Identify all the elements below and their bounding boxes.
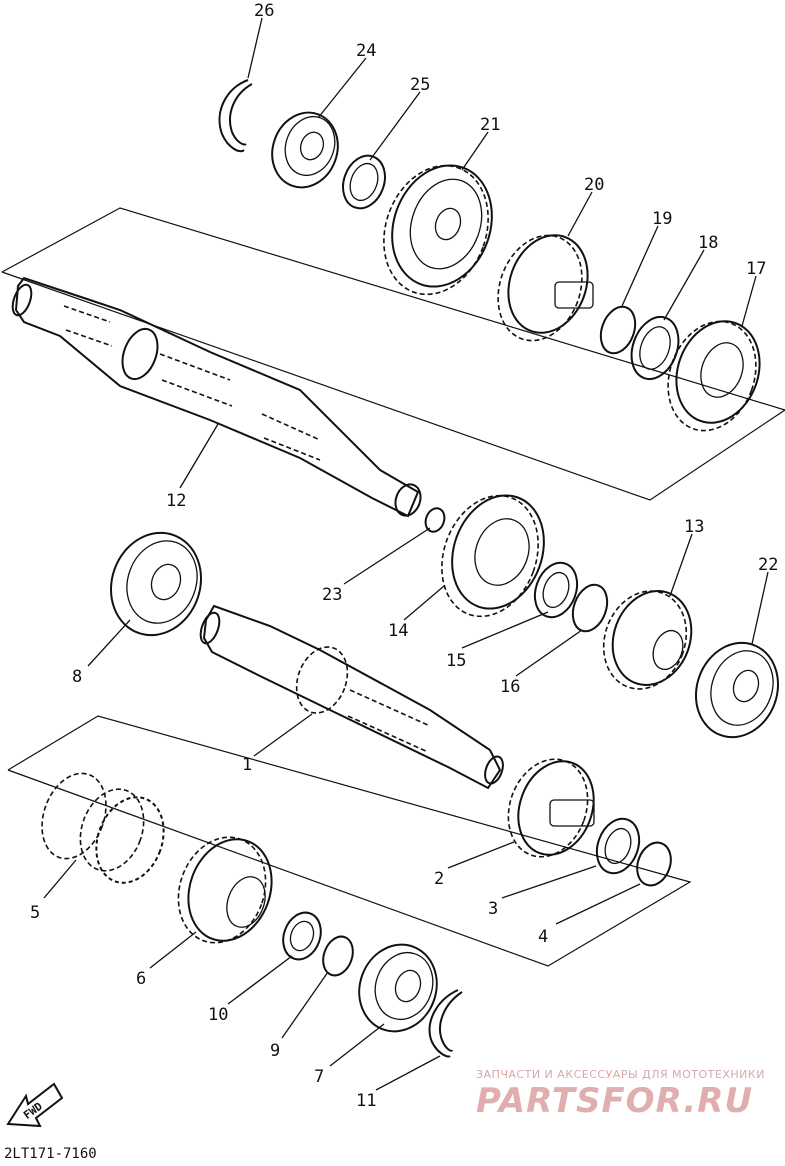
callout-19: 19 [652,209,672,229]
callout-6: 6 [136,969,146,989]
callout-8: 8 [72,667,82,687]
watermark: ЗАПЧАСТИ И АКСЕССУАРЫ ДЛЯ МОТОТЕХНИКИ PA… [476,1068,765,1121]
washer-25 [342,154,386,210]
circlip-26 [218,79,253,153]
shaft-1 [199,604,504,790]
gear-5 [41,772,165,884]
washer-15 [533,561,579,619]
callout-25: 25 [410,75,430,95]
callout-1: 1 [242,755,252,775]
callout-4: 4 [538,927,548,947]
callout-20: 20 [584,175,604,195]
callout-5: 5 [30,903,40,923]
clip-19 [599,305,637,355]
diagram-code: 2LT171-7160 [4,1146,97,1162]
fwd-label: FWD [21,1100,45,1122]
callout-21: 21 [480,115,500,135]
shaft-12 [11,276,422,518]
clip-9 [322,935,354,977]
watermark-logo: PARTSFOR.RU [476,1081,753,1121]
callout-11: 11 [356,1091,376,1111]
bearing-8 [109,531,203,637]
callout-2: 2 [434,869,444,889]
callout-23: 23 [322,585,342,605]
callout-13: 13 [684,517,704,537]
gear-20 [497,234,594,342]
bearing-24 [271,111,339,189]
callout-16: 16 [500,677,520,697]
gear-21 [383,164,493,296]
callout-24: 24 [356,41,376,61]
callout-10: 10 [208,1005,228,1025]
bearing-22 [694,641,780,739]
gear-14 [441,494,545,618]
callout-3: 3 [488,899,498,919]
gear-13 [602,590,693,690]
upper-assembly-box [1,207,785,501]
washer-10 [282,911,322,961]
fwd-arrow: FWD [6,1082,64,1128]
callout-15: 15 [446,651,466,671]
callout-17: 17 [746,259,766,279]
washer-3 [595,817,641,875]
callout-22: 22 [758,555,778,575]
clip-4 [636,841,672,887]
leader-lines [43,17,769,1091]
callout-9: 9 [270,1041,280,1061]
gear-17 [667,320,761,432]
callout-14: 14 [388,621,408,641]
bearing-7 [358,943,438,1033]
gear-2 [507,758,595,858]
callout-labels: 26 24 25 21 20 19 18 17 12 23 14 13 22 1… [30,1,778,1111]
gear-6 [177,836,273,944]
callout-12: 12 [166,491,186,511]
lower-assembly-box [7,715,692,967]
callout-7: 7 [314,1067,324,1087]
circlip-11 [428,989,463,1058]
callout-18: 18 [698,233,718,253]
callout-26: 26 [254,1,274,21]
collar-23 [424,507,446,533]
watermark-tagline: ЗАПЧАСТИ И АКСЕССУАРЫ ДЛЯ МОТОТЕХНИКИ [476,1068,765,1081]
